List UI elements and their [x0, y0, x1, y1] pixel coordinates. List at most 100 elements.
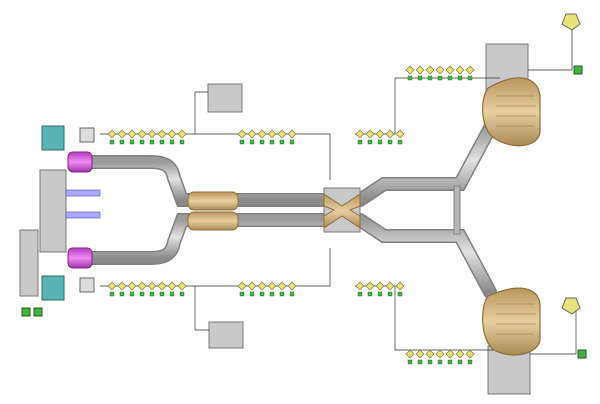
sensor-icon[interactable]	[365, 129, 375, 139]
monitor-block-bottom[interactable]	[208, 321, 244, 349]
sensor-icon[interactable]	[375, 129, 385, 139]
sensor-icon[interactable]	[147, 281, 157, 291]
rear-muffler-icon[interactable]	[482, 77, 541, 147]
sensor-icon[interactable]	[177, 281, 187, 291]
sensor-icon[interactable]	[577, 349, 587, 359]
sensor-icon[interactable]	[257, 281, 267, 291]
probe-icon[interactable]	[561, 13, 581, 31]
sensor-node	[179, 291, 185, 297]
sensor-node	[279, 139, 285, 145]
ecu-block-top[interactable]	[41, 125, 65, 151]
sensor-node	[467, 75, 473, 81]
sensor-icon[interactable]	[425, 65, 435, 75]
sensor-icon[interactable]	[355, 281, 365, 291]
wire-top-right	[355, 77, 500, 135]
sensor-icon[interactable]	[395, 281, 405, 291]
sensor-icon[interactable]	[117, 281, 127, 291]
connector-box-top[interactable]	[79, 127, 95, 143]
resonator-icon[interactable]	[187, 211, 239, 231]
sensor-node	[239, 139, 245, 145]
sensor-icon[interactable]	[117, 129, 127, 139]
outlet-sensor-left-1[interactable]	[21, 307, 31, 317]
ecu-block-bottom[interactable]	[41, 275, 65, 301]
sensor-node	[159, 139, 165, 145]
catalysts	[67, 151, 93, 269]
sensor-icon[interactable]	[147, 129, 157, 139]
sensor-icon[interactable]	[455, 65, 465, 75]
rear-muffler-icon[interactable]	[482, 287, 541, 356]
sensor-icon[interactable]	[157, 281, 167, 291]
catalyst-icon[interactable]	[67, 247, 93, 269]
sensor-node	[119, 291, 125, 297]
sensor-node	[407, 359, 413, 365]
sensor-icon[interactable]	[405, 349, 415, 359]
sensor-icon[interactable]	[257, 129, 267, 139]
sensor-icon[interactable]	[137, 281, 147, 291]
sensor-icon[interactable]	[267, 281, 277, 291]
sensor-icon[interactable]	[167, 281, 177, 291]
sensor-node	[279, 291, 285, 297]
sensor-icon[interactable]	[247, 129, 257, 139]
monitor-block-top[interactable]	[207, 83, 243, 113]
sensor-icon[interactable]	[455, 349, 465, 359]
sensor-icon[interactable]	[573, 65, 583, 75]
sensor-icon[interactable]	[425, 349, 435, 359]
sensor-icon[interactable]	[435, 65, 445, 75]
sensor-icon[interactable]	[385, 129, 395, 139]
intake-block[interactable]	[19, 229, 39, 297]
x-pipe-icon[interactable]	[323, 193, 361, 229]
outlet-sensor-left-2[interactable]	[33, 307, 43, 317]
sensor-icon[interactable]	[127, 281, 137, 291]
probe-icon[interactable]	[561, 297, 581, 315]
sensor-icon[interactable]	[395, 129, 405, 139]
sensor-node	[417, 359, 423, 365]
sensor-node	[437, 359, 443, 365]
wire-far-bottom	[530, 300, 577, 355]
sensor-icon[interactable]	[465, 65, 475, 75]
sensor-icon[interactable]	[415, 65, 425, 75]
sensor-icon[interactable]	[445, 65, 455, 75]
sensor-icon[interactable]	[267, 129, 277, 139]
sensor-icon[interactable]	[445, 349, 455, 359]
sensor-icon[interactable]	[177, 129, 187, 139]
sensor-icon[interactable]	[137, 129, 147, 139]
sensor-node	[417, 75, 423, 81]
sensor-node	[447, 359, 453, 365]
sensor-icon[interactable]	[355, 129, 365, 139]
connector-box-bottom[interactable]	[79, 277, 95, 293]
sensor-icon[interactable]	[237, 129, 247, 139]
sensor-node	[129, 291, 135, 297]
sensor-node	[129, 139, 135, 145]
sensor-icon[interactable]	[277, 281, 287, 291]
sensor-node	[357, 291, 363, 297]
sensor-icon[interactable]	[405, 65, 415, 75]
sensor-icon[interactable]	[385, 281, 395, 291]
sensor-icon[interactable]	[237, 281, 247, 291]
sensor-node	[169, 139, 175, 145]
sensor-icon[interactable]	[167, 129, 177, 139]
sensor-icon[interactable]	[287, 129, 297, 139]
sensor-icon[interactable]	[365, 281, 375, 291]
sensor-node	[289, 291, 295, 297]
manifold-link-bottom	[65, 211, 101, 219]
sensor-icon[interactable]	[287, 281, 297, 291]
catalyst-icon[interactable]	[67, 151, 93, 173]
sensor-node	[109, 139, 115, 145]
sensor-icon[interactable]	[435, 349, 445, 359]
wire-to-monitor-bottom	[194, 286, 209, 331]
sensor-icon[interactable]	[157, 129, 167, 139]
sensor-icon[interactable]	[107, 129, 117, 139]
sensor-icon[interactable]	[107, 281, 117, 291]
sensor-icon[interactable]	[277, 129, 287, 139]
resonator-icon[interactable]	[187, 191, 239, 211]
sensor-node	[179, 139, 185, 145]
sensor-icon[interactable]	[375, 281, 385, 291]
sensor-icon[interactable]	[247, 281, 257, 291]
sensor-node	[367, 139, 373, 145]
sensor-icon[interactable]	[465, 349, 475, 359]
engine-block-icon[interactable]	[39, 169, 67, 253]
sensor-icon[interactable]	[127, 129, 137, 139]
sensor-icon[interactable]	[415, 349, 425, 359]
